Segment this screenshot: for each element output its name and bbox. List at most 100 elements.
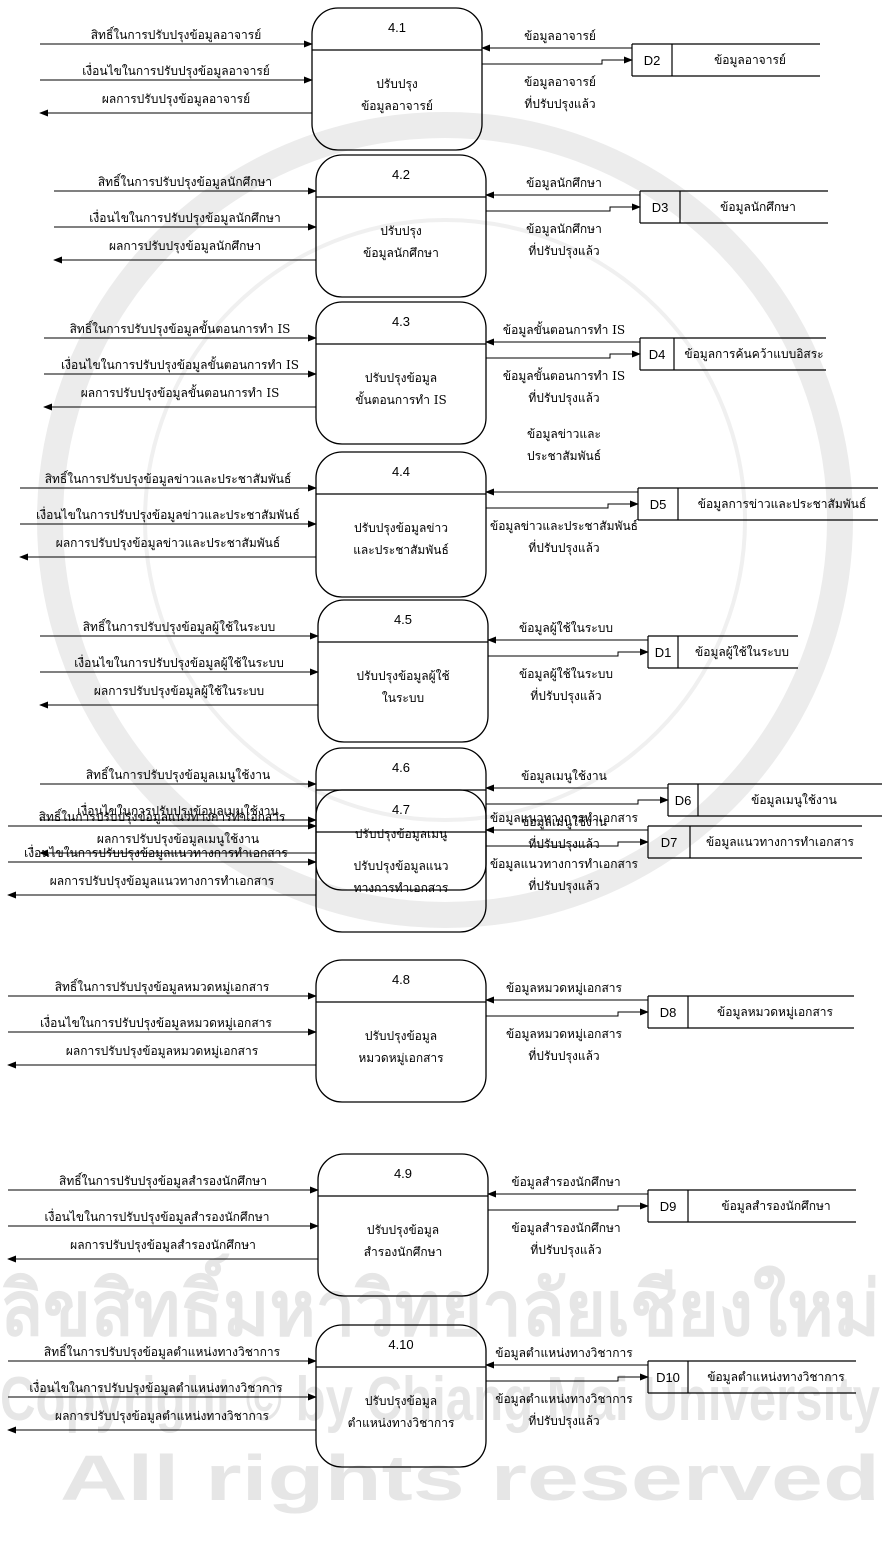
process-name: ปรับปรุงข้อมูล	[365, 1029, 437, 1044]
output-flow-label: ผลการปรับปรุงข้อมูลแนวทางการทำเอกสาร	[50, 874, 275, 889]
store-id: D2	[644, 53, 661, 68]
store-id: D7	[661, 835, 678, 850]
from-store-label: ข้อมูลแนวทางการทำเอกสาร	[490, 811, 639, 826]
input-flow-label: สิทธิ์ในการปรับปรุงข้อมูลตำแหน่งทางวิชาก…	[44, 1343, 281, 1360]
store-id: D6	[675, 793, 692, 808]
store-name: ข้อมูลอาจารย์	[714, 53, 786, 68]
to-store-label: ข้อมูลตำแหน่งทางวิชาการ	[495, 1392, 633, 1407]
process-name: ข้อมูลนักศึกษา	[363, 246, 439, 261]
process-id: 4.2	[392, 167, 410, 182]
store-id: D3	[652, 200, 669, 215]
input-flow-label: เงื่อนไขในการปรับปรุงข้อมูลอาจารย์	[82, 62, 270, 79]
process-group-2: 4.2ปรับปรุงข้อมูลนักศึกษาสิทธิ์ในการปรับ…	[53, 154, 828, 298]
process-group-1: 4.1ปรับปรุงข้อมูลอาจารย์สิทธิ์ในการปรับป…	[39, 7, 820, 151]
process-group-7: 4.7ปรับปรุงข้อมูลแนวทางการทำเอกสารสิทธิ์…	[7, 789, 862, 933]
process-name: ตำแหน่งทางวิชาการ	[348, 1416, 455, 1430]
process-name: และประชาสัมพันธ์	[353, 543, 449, 557]
output-flow-label: ผลการปรับปรุงข้อมูลนักศึกษา	[109, 239, 261, 254]
to-store-label: ที่ปรับปรุงแล้ว	[530, 1241, 601, 1258]
input-flow-label: สิทธิ์ในการปรับปรุงข้อมูลนักศึกษา	[98, 173, 272, 190]
from-store-label: ข้อมูลผู้ใช้ในระบบ	[519, 621, 613, 636]
to-store-flow-arrow	[488, 1202, 649, 1211]
process-id: 4.4	[392, 464, 410, 479]
to-store-label: ที่ปรับปรุงแล้ว	[528, 1047, 599, 1064]
input-flow-label: สิทธิ์ในการปรับปรุงข้อมูลขั้นตอนการทำ IS	[70, 320, 291, 337]
watermark-rights-text: All rights reserved	[60, 1442, 880, 1514]
from-store-label: ข้อมูลอาจารย์	[524, 29, 596, 44]
from-store-label: ข้อมูลตำแหน่งทางวิชาการ	[495, 1346, 633, 1361]
to-store-flow-arrow	[486, 350, 641, 359]
store-id: D5	[650, 497, 667, 512]
store-name: ข้อมูลการค้นคว้าแบบอิสระ	[684, 347, 823, 362]
store-id: D1	[655, 645, 672, 660]
store-name: ข้อมูลเมนูใช้งาน	[751, 793, 837, 808]
to-store-flow-arrow	[486, 203, 641, 212]
from-store-label: ประชาสัมพันธ์	[527, 449, 601, 463]
store-name: ข้อมูลการข่าวและประชาสัมพันธ์	[698, 497, 866, 512]
to-store-label: ข้อมูลแนวทางการทำเอกสาร	[490, 857, 639, 872]
to-store-label: ข้อมูลข่าวและประชาสัมพันธ์	[490, 519, 638, 534]
process-id: 4.1	[388, 20, 406, 35]
process-name: ปรับปรุง	[380, 224, 422, 239]
store-id: D9	[660, 1199, 677, 1214]
to-store-label: ที่ปรับปรุงแล้ว	[528, 242, 599, 259]
from-store-label: ข้อมูลหมวดหมู่เอกสาร	[506, 981, 622, 996]
from-store-label: ข้อมูลข่าวและ	[527, 427, 601, 442]
to-store-flow-arrow	[486, 796, 669, 805]
process-id: 4.5	[394, 612, 412, 627]
output-flow-label: ผลการปรับปรุงข้อมูลผู้ใช้ในระบบ	[94, 684, 264, 699]
from-store-label: ข้อมูลนักศึกษา	[526, 176, 602, 191]
store-name: ข้อมูลตำแหน่งทางวิชาการ	[707, 1370, 845, 1385]
process-group-4: 4.4 ปรับปรุงข้อมูลข่าวและประชาสัมพันธ์ สิท…	[19, 427, 878, 598]
input-flow-label: สิทธิ์ในการปรับปรุงข้อมูลแนวทางการทำเอกส…	[39, 808, 286, 825]
to-store-flow-arrow	[486, 1373, 649, 1382]
input-flow-label: เงื่อนไขในการปรับปรุงข้อมูลนักศึกษา	[89, 209, 280, 226]
to-store-label: ที่ปรับปรุงแล้ว	[528, 835, 599, 852]
watermark-thai-text: ลิขสิทธิ์มหาวิทยาลัยเชียงใหม่	[0, 1253, 880, 1352]
input-flow-label: สิทธิ์ในการปรับปรุงข้อมูลหมวดหมู่เอกสาร	[55, 978, 270, 995]
input-flow-label: เงื่อนไขในการปรับปรุงข้อมูลสำรองนักศึกษา	[45, 1208, 270, 1225]
to-store-label: ข้อมูลผู้ใช้ในระบบ	[519, 667, 613, 682]
output-flow-label: ผลการปรับปรุงข้อมูลหมวดหมู่เอกสาร	[66, 1044, 259, 1059]
process-group-9: 4.9 ปรับปรุงข้อมูลสำรองนักศึกษา สิทธิ์ในกา…	[7, 1153, 856, 1297]
process-name: ปรับปรุงข้อมูล	[367, 1223, 439, 1238]
input-flow-label: เงื่อนไขในการปรับปรุงข้อมูลตำแหน่งทางวิช…	[29, 1379, 283, 1396]
output-flow-label: ผลการปรับปรุงข้อมูลสำรองนักศึกษา	[70, 1238, 256, 1253]
process-id: 4.9	[394, 1166, 412, 1181]
process-id: 4.3	[392, 314, 410, 329]
store-name: ข้อมูลสำรองนักศึกษา	[721, 1199, 830, 1214]
input-flow-label: สิทธิ์ในการปรับปรุงข้อมูลข่าวและประชาสัม…	[45, 470, 292, 487]
process-name: ข้อมูลอาจารย์	[361, 99, 433, 114]
process-name: สำรองนักศึกษา	[364, 1245, 443, 1259]
process-group-10: 4.10ปรับปรุงข้อมูลตำแหน่งทางวิชาการสิทธิ…	[7, 1324, 856, 1468]
process-name: ทางการทำเอกสาร	[354, 881, 449, 895]
to-store-label: ข้อมูลอาจารย์	[524, 75, 596, 90]
input-flow-label: เงื่อนไขในการปรับปรุงข้อมูลขั้นตอนการทำ …	[61, 356, 299, 373]
to-store-label: ข้อมูลนักศึกษา	[526, 222, 602, 237]
to-store-flow-arrow	[486, 1008, 649, 1017]
output-flow-label: ผลการปรับปรุงข้อมูลข่าวและประชาสัมพันธ์	[56, 536, 280, 551]
input-flow-label: เงื่อนไขในการปรับปรุงข้อมูลผู้ใช้ในระบบ	[74, 654, 284, 671]
input-flow-label: สิทธิ์ในการปรับปรุงข้อมูลอาจารย์	[91, 26, 262, 43]
to-store-label: ข้อมูลสำรองนักศึกษา	[511, 1221, 620, 1236]
watermark-copyright-text: Copyright © by Chiang Mai University	[0, 1365, 880, 1434]
to-store-label: ที่ปรับปรุงแล้ว	[530, 687, 601, 704]
from-store-label: ข้อมูลขั้นตอนการทำ IS	[503, 321, 625, 338]
process-id: 4.6	[392, 760, 410, 775]
process-name: ปรับปรุงข้อมูล	[365, 371, 437, 386]
output-flow-label: ผลการปรับปรุงข้อมูลอาจารย์	[102, 92, 250, 107]
process-name: ปรับปรุงข้อมูลข่าว	[354, 521, 448, 536]
process-name: หมวดหมู่เอกสาร	[358, 1051, 444, 1066]
process-name: ปรับปรุงข้อมูลแนว	[354, 859, 449, 874]
store-id: D8	[660, 1005, 677, 1020]
input-flow-label: เงื่อนไขในการปรับปรุงข้อมูลเมนูใช้งาน	[77, 802, 278, 819]
to-store-flow-arrow	[486, 500, 639, 509]
to-store-label: ข้อมูลหมวดหมู่เอกสาร	[506, 1027, 622, 1042]
to-store-flow-arrow	[482, 56, 633, 65]
input-flow-label: สิทธิ์ในการปรับปรุงข้อมูลผู้ใช้ในระบบ	[83, 618, 276, 635]
input-flow-label: สิทธิ์ในการปรับปรุงข้อมูลสำรองนักศึกษา	[59, 1172, 267, 1189]
process-group-8: 4.8ปรับปรุงข้อมูลหมวดหมู่เอกสารสิทธิ์ในก…	[7, 959, 854, 1103]
output-flow-label: ผลการปรับปรุงข้อมูลเมนูใช้งาน	[97, 832, 259, 847]
